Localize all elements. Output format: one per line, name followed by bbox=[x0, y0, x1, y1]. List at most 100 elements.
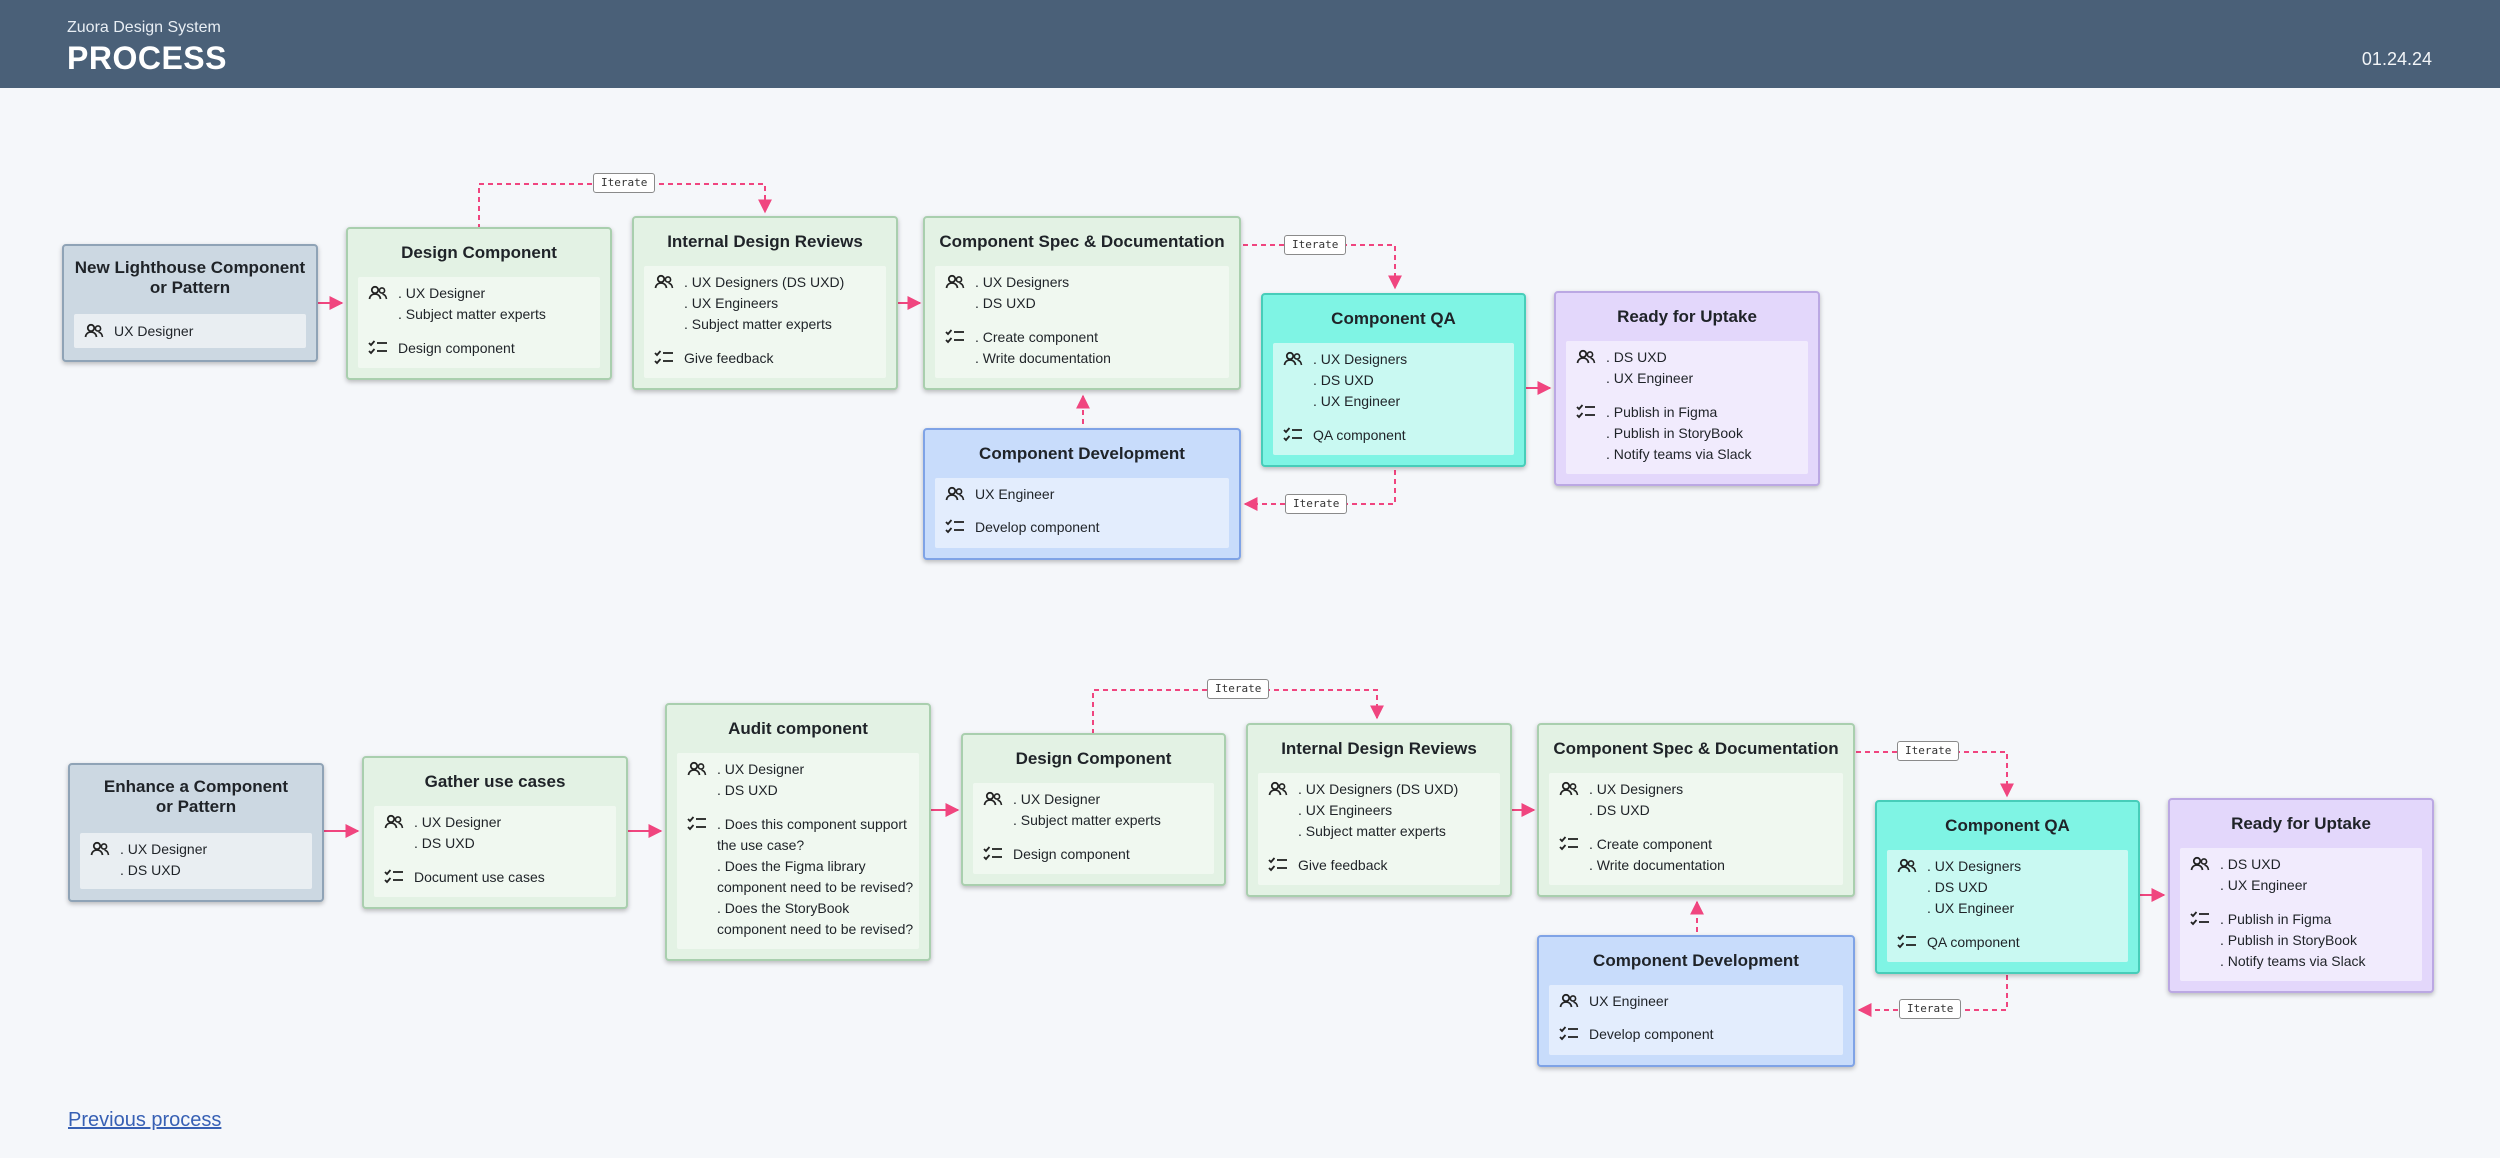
people-icon bbox=[945, 274, 965, 289]
people-row: UX Designer bbox=[84, 321, 300, 342]
card-body: . UX Designers (DS UXD). UX Engineers. S… bbox=[1258, 773, 1500, 885]
checklist-icon bbox=[1268, 857, 1287, 872]
people-row: . DS UXD. UX Engineer bbox=[1576, 347, 1802, 389]
card-title: Component QA bbox=[1331, 309, 1456, 328]
card-component-development: Component Development UX Engineer Develo… bbox=[923, 428, 1241, 560]
people-row: . UX Designers. DS UXD. UX Engineer bbox=[1897, 856, 2122, 919]
card-title: Component Spec & Documentation bbox=[1553, 739, 1839, 758]
tasks-row: . Does this component support the use ca… bbox=[687, 814, 913, 940]
people-icon bbox=[654, 274, 674, 289]
people-row: . UX Designers. DS UXD bbox=[945, 272, 1223, 314]
people-row: . UX Designers. DS UXD. UX Engineer bbox=[1283, 349, 1508, 412]
people-row: . UX Designer. DS UXD bbox=[384, 812, 610, 854]
people-row: . UX Designer. Subject matter experts bbox=[368, 283, 594, 325]
card-body: . UX Designer. DS UXD Document use cases bbox=[374, 806, 616, 897]
card-audit-component: Audit component . UX Designer. DS UXD . … bbox=[665, 703, 931, 961]
tasks-row: . Create component. Write documentation bbox=[1559, 834, 1837, 876]
card-body: . UX Designer. Subject matter experts De… bbox=[973, 783, 1214, 874]
people-row: UX Engineer bbox=[1559, 991, 1837, 1012]
card-title: Internal Design Reviews bbox=[667, 232, 863, 251]
people-row: . UX Designers. DS UXD bbox=[1559, 779, 1837, 821]
people-icon bbox=[945, 486, 965, 501]
card-ready-for-uptake-2: Ready for Uptake . DS UXD. UX Engineer .… bbox=[2168, 798, 2434, 993]
tasks-row: Document use cases bbox=[384, 867, 610, 888]
card-body: . DS UXD. UX Engineer . Publish in Figma… bbox=[1566, 341, 1808, 474]
iterate-tag: Iterate bbox=[1899, 999, 1962, 1019]
card-title: Ready for Uptake bbox=[2231, 814, 2371, 833]
card-title: Gather use cases bbox=[424, 772, 566, 791]
card-body: . DS UXD. UX Engineer . Publish in Figma… bbox=[2180, 848, 2422, 981]
people-icon bbox=[1559, 993, 1579, 1008]
page-date: 01.24.24 bbox=[2361, 49, 2432, 69]
people-icon bbox=[1283, 351, 1303, 366]
people-icon bbox=[90, 841, 110, 856]
card-body: UX Designer bbox=[74, 314, 306, 348]
card-body: . UX Designer. DS UXD bbox=[80, 833, 312, 889]
people-row: UX Engineer bbox=[945, 484, 1223, 505]
iterate-tag: Iterate bbox=[1207, 679, 1270, 699]
tasks-row: Give feedback bbox=[1268, 855, 1494, 876]
people-row: . UX Designer. Subject matter experts bbox=[983, 789, 1208, 831]
card-title: Audit component bbox=[728, 719, 868, 738]
checklist-icon bbox=[1283, 427, 1302, 442]
people-icon bbox=[983, 791, 1003, 806]
card-title: Component Spec & Documentation bbox=[939, 232, 1225, 251]
people-icon bbox=[368, 285, 388, 300]
people-row: . UX Designer. DS UXD bbox=[90, 839, 306, 881]
people-row: . UX Designers (DS UXD). UX Engineers. S… bbox=[654, 272, 880, 335]
card-body: . UX Designers. DS UXD. UX Engineer QA c… bbox=[1887, 850, 2128, 962]
checklist-icon bbox=[384, 869, 403, 884]
previous-process-link[interactable]: Previous process bbox=[68, 1109, 222, 1131]
card-design-component: Design Component . UX Designer. Subject … bbox=[346, 227, 612, 380]
page-title: PROCESS bbox=[67, 40, 227, 76]
card-gather-use-cases: Gather use cases . UX Designer. DS UXD D… bbox=[362, 756, 628, 909]
checklist-icon bbox=[1559, 1026, 1578, 1041]
card-design-component-2: Design Component . UX Designer. Subject … bbox=[961, 733, 1226, 886]
people-icon bbox=[1576, 349, 1596, 364]
card-component-spec-documentation-2: Component Spec & Documentation . UX Desi… bbox=[1537, 723, 1855, 897]
people-row: . UX Designers (DS UXD). UX Engineers. S… bbox=[1268, 779, 1494, 842]
tasks-row: . Publish in Figma. Publish in StoryBook… bbox=[1576, 402, 1802, 465]
card-enhance-component: Enhance a Component or Pattern . UX Desi… bbox=[68, 763, 324, 902]
card-title: Component Development bbox=[1593, 951, 1799, 970]
card-title: New Lighthouse Component or Pattern bbox=[74, 258, 306, 297]
people-icon bbox=[2190, 856, 2210, 871]
checklist-icon bbox=[654, 350, 673, 365]
checklist-icon bbox=[945, 519, 964, 534]
checklist-icon bbox=[945, 329, 964, 344]
tasks-row: Give feedback bbox=[654, 348, 880, 369]
card-body: . UX Designer. DS UXD . Does this compon… bbox=[677, 753, 919, 949]
people-icon bbox=[384, 814, 404, 829]
people-row: . DS UXD. UX Engineer bbox=[2190, 854, 2416, 896]
checklist-icon bbox=[1559, 836, 1578, 851]
people-icon bbox=[84, 323, 104, 338]
iterate-tag: Iterate bbox=[1284, 235, 1347, 255]
card-title: Internal Design Reviews bbox=[1281, 739, 1477, 758]
people-icon bbox=[1559, 781, 1579, 796]
card-body: . UX Designers. DS UXD . Create componen… bbox=[935, 266, 1229, 378]
card-body: UX Engineer Develop component bbox=[935, 478, 1229, 548]
checklist-icon bbox=[2190, 911, 2209, 926]
card-new-lighthouse-component: New Lighthouse Component or Pattern UX D… bbox=[62, 244, 318, 362]
card-title: Design Component bbox=[401, 243, 557, 262]
tasks-row: . Publish in Figma. Publish in StoryBook… bbox=[2190, 909, 2416, 972]
card-component-qa: Component QA . UX Designers. DS UXD. UX … bbox=[1261, 293, 1526, 467]
tasks-row: Develop component bbox=[945, 517, 1223, 538]
iterate-tag: Iterate bbox=[593, 173, 656, 193]
card-component-qa-2: Component QA . UX Designers. DS UXD. UX … bbox=[1875, 800, 2140, 974]
iterate-tag: Iterate bbox=[1897, 741, 1960, 761]
card-internal-design-reviews-2: Internal Design Reviews . UX Designers (… bbox=[1246, 723, 1512, 897]
checklist-icon bbox=[1576, 404, 1595, 419]
people-row: . UX Designer. DS UXD bbox=[687, 759, 913, 801]
card-body: . UX Designers. DS UXD. UX Engineer QA c… bbox=[1273, 343, 1514, 455]
iterate-tag: Iterate bbox=[1285, 494, 1348, 514]
card-title: Design Component bbox=[1015, 749, 1172, 768]
card-title: Component QA bbox=[1945, 816, 2070, 835]
card-body: . UX Designers. DS UXD . Create componen… bbox=[1549, 773, 1843, 885]
card-title: Ready for Uptake bbox=[1617, 307, 1757, 326]
card-internal-design-reviews: Internal Design Reviews . UX Designers (… bbox=[632, 216, 898, 390]
page-header: Zuora Design System PROCESS 01.24.24 bbox=[0, 0, 2500, 88]
people-icon bbox=[687, 761, 707, 776]
tasks-row: Design component bbox=[368, 338, 594, 359]
card-ready-for-uptake: Ready for Uptake . DS UXD. UX Engineer .… bbox=[1554, 291, 1820, 486]
